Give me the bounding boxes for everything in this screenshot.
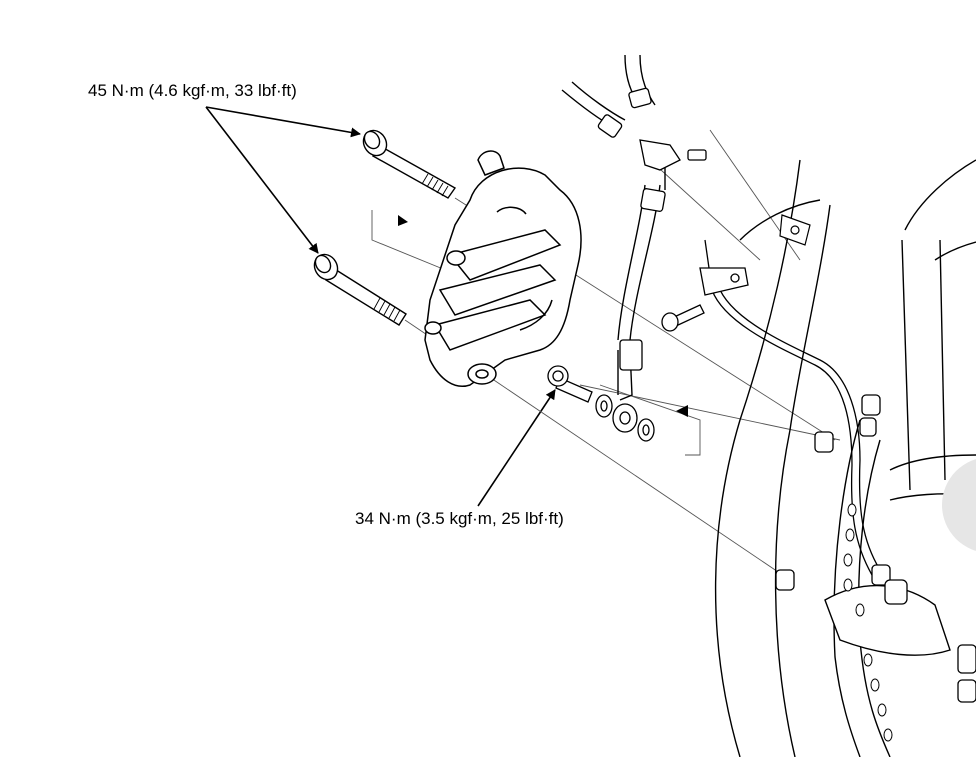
leader-arrows — [205, 106, 556, 507]
arrow-to-lower-caliper-bolt — [205, 106, 319, 254]
arrow-to-hose-bolt — [477, 389, 556, 507]
page-tab-marker — [942, 459, 976, 551]
front-fork-and-wheel — [714, 159, 976, 757]
sealing-washers — [595, 394, 655, 442]
fender-bracket — [779, 214, 811, 246]
arrow-to-upper-caliper-bolt — [205, 106, 361, 138]
direction-markers — [398, 215, 688, 417]
caliper-mounting-bolt-torque-label: 45 N·m (4.6 kgf·m, 33 lbf·ft) — [88, 81, 297, 100]
lower-caliper-bolt — [313, 253, 407, 326]
brake-hose-bolt-torque-label: 34 N·m (3.5 kgf·m, 25 lbf·ft) — [355, 509, 564, 528]
upper-caliper-bolt — [362, 129, 457, 199]
fork-mount-bosses — [775, 394, 976, 703]
bracket-bolt — [661, 304, 705, 332]
hose-fittings — [597, 87, 707, 371]
brake-hose-bolt — [547, 365, 593, 403]
brake-caliper — [424, 150, 582, 387]
wheel-speed-sensor-wire — [699, 239, 881, 576]
brake-hose-eye — [612, 403, 638, 433]
disc-holes — [843, 503, 893, 742]
